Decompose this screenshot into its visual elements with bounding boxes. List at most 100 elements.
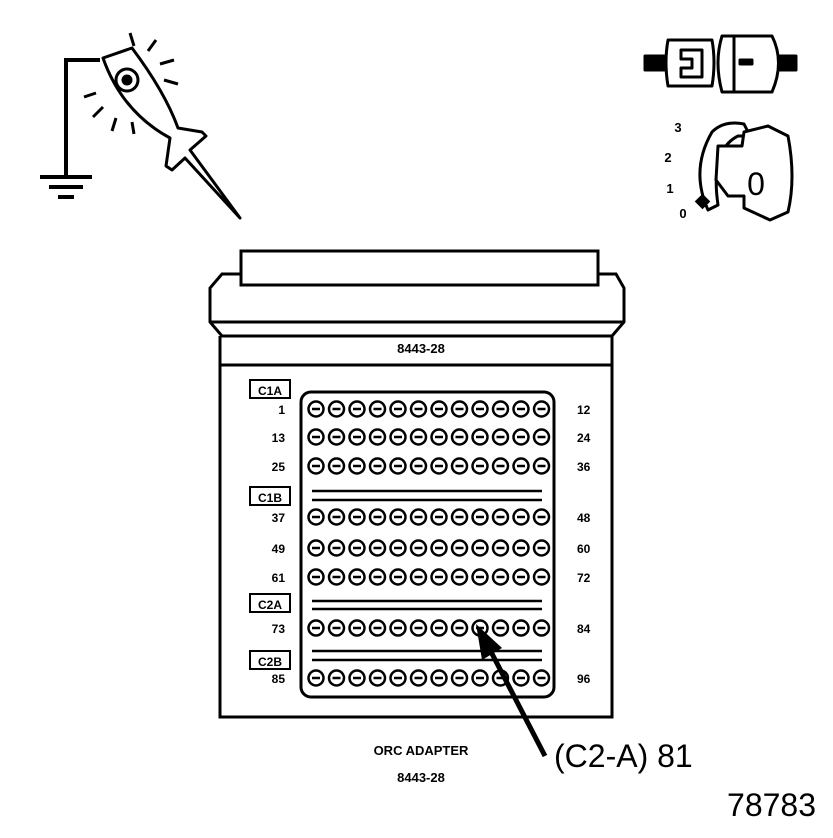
pin-80 — [450, 619, 469, 637]
pin-76 — [368, 619, 387, 637]
pin-48 — [532, 508, 551, 526]
pin-15 — [348, 428, 366, 446]
pin-88 — [368, 669, 387, 687]
pin-31 — [430, 457, 448, 475]
group-label-box — [249, 650, 291, 670]
pin-41 — [389, 508, 407, 526]
pin-53 — [389, 539, 407, 557]
row-end-number: 72 — [577, 571, 591, 585]
pin-36 — [532, 457, 551, 475]
pin-39 — [348, 508, 366, 526]
adapter-caption-part-number: 8443-28 — [397, 770, 445, 785]
ground-symbol-icon — [40, 58, 100, 199]
pin-58 — [491, 539, 510, 557]
group-label: C2A — [258, 598, 282, 612]
pin-64 — [368, 568, 387, 586]
group-c2b: C2B 85 96 — [249, 650, 591, 686]
pin-69 — [471, 568, 489, 586]
pin-68 — [450, 568, 469, 586]
pin-78 — [409, 619, 428, 637]
pin-55 — [430, 539, 448, 557]
row-end-number: 24 — [577, 431, 591, 445]
row-end-number: 12 — [577, 403, 591, 417]
pin-32 — [450, 457, 469, 475]
pin-75 — [348, 619, 366, 637]
ignition-position-0: 0 — [679, 206, 686, 221]
pin-66 — [409, 568, 428, 586]
pin-79 — [430, 619, 448, 637]
pin-1 — [307, 400, 325, 418]
pin-57 — [471, 539, 489, 557]
pin-87 — [348, 669, 366, 687]
pin-74 — [327, 619, 346, 637]
pin-72 — [532, 568, 551, 586]
pin-56 — [450, 539, 469, 557]
figure-number: 78783 — [727, 787, 816, 823]
pin-46 — [491, 508, 510, 526]
pin-29 — [389, 457, 407, 475]
pin-25 — [307, 457, 325, 475]
pin-96 — [532, 669, 551, 687]
pin-38 — [327, 508, 346, 526]
pin-73 — [307, 619, 325, 637]
pin-71 — [512, 568, 530, 586]
pin-83 — [512, 619, 530, 637]
row-start-number: 13 — [272, 431, 286, 445]
pin-17 — [389, 428, 407, 446]
pin-33 — [471, 457, 489, 475]
row-start-number: 85 — [272, 672, 286, 686]
row-end-number: 48 — [577, 511, 591, 525]
pin-18 — [409, 428, 428, 446]
pin-9 — [471, 400, 489, 418]
pin-63 — [348, 568, 366, 586]
group-label-box — [249, 593, 291, 613]
pin-95 — [512, 669, 530, 687]
pin-85 — [307, 669, 325, 687]
pin-60 — [532, 539, 551, 557]
group-label: C2B — [258, 655, 282, 669]
pin-77 — [389, 619, 407, 637]
pin-92 — [450, 669, 469, 687]
ignition-position-1: 1 — [666, 181, 673, 196]
pin-24 — [532, 428, 551, 446]
pin-14 — [327, 428, 346, 446]
pin-5 — [389, 400, 407, 418]
pin-2 — [327, 400, 346, 418]
pin-43 — [430, 508, 448, 526]
pin-42 — [409, 508, 428, 526]
row-end-number: 36 — [577, 460, 591, 474]
row-end-number: 84 — [577, 622, 591, 636]
ignition-position-3: 3 — [674, 120, 681, 135]
pin-49 — [307, 539, 325, 557]
pin-82 — [491, 619, 510, 637]
row-start-number: 25 — [272, 460, 286, 474]
pin-11 — [512, 400, 530, 418]
pin-34 — [491, 457, 510, 475]
row-end-number: 96 — [577, 672, 591, 686]
pin-30 — [409, 457, 428, 475]
callout-label: (C2-A) 81 — [554, 738, 693, 774]
test-light-probe-icon — [83, 32, 242, 220]
pin-28 — [368, 457, 387, 475]
pin-91 — [430, 669, 448, 687]
pin-37 — [307, 508, 325, 526]
pin-12 — [532, 400, 551, 418]
pin-23 — [512, 428, 530, 446]
group-c2a: C2A 73 84 — [249, 593, 591, 636]
callout-arrow — [476, 624, 548, 758]
pin-54 — [409, 539, 428, 557]
pin-26 — [327, 457, 346, 475]
pin-22 — [491, 428, 510, 446]
pin-47 — [512, 508, 530, 526]
pin-7 — [430, 400, 448, 418]
row-start-number: 1 — [278, 403, 285, 417]
pin-84 — [532, 619, 551, 637]
pin-90 — [409, 669, 428, 687]
pin-65 — [389, 568, 407, 586]
pin-67 — [430, 568, 448, 586]
row-start-number: 73 — [272, 622, 286, 636]
ignition-key-icon — [694, 121, 794, 222]
